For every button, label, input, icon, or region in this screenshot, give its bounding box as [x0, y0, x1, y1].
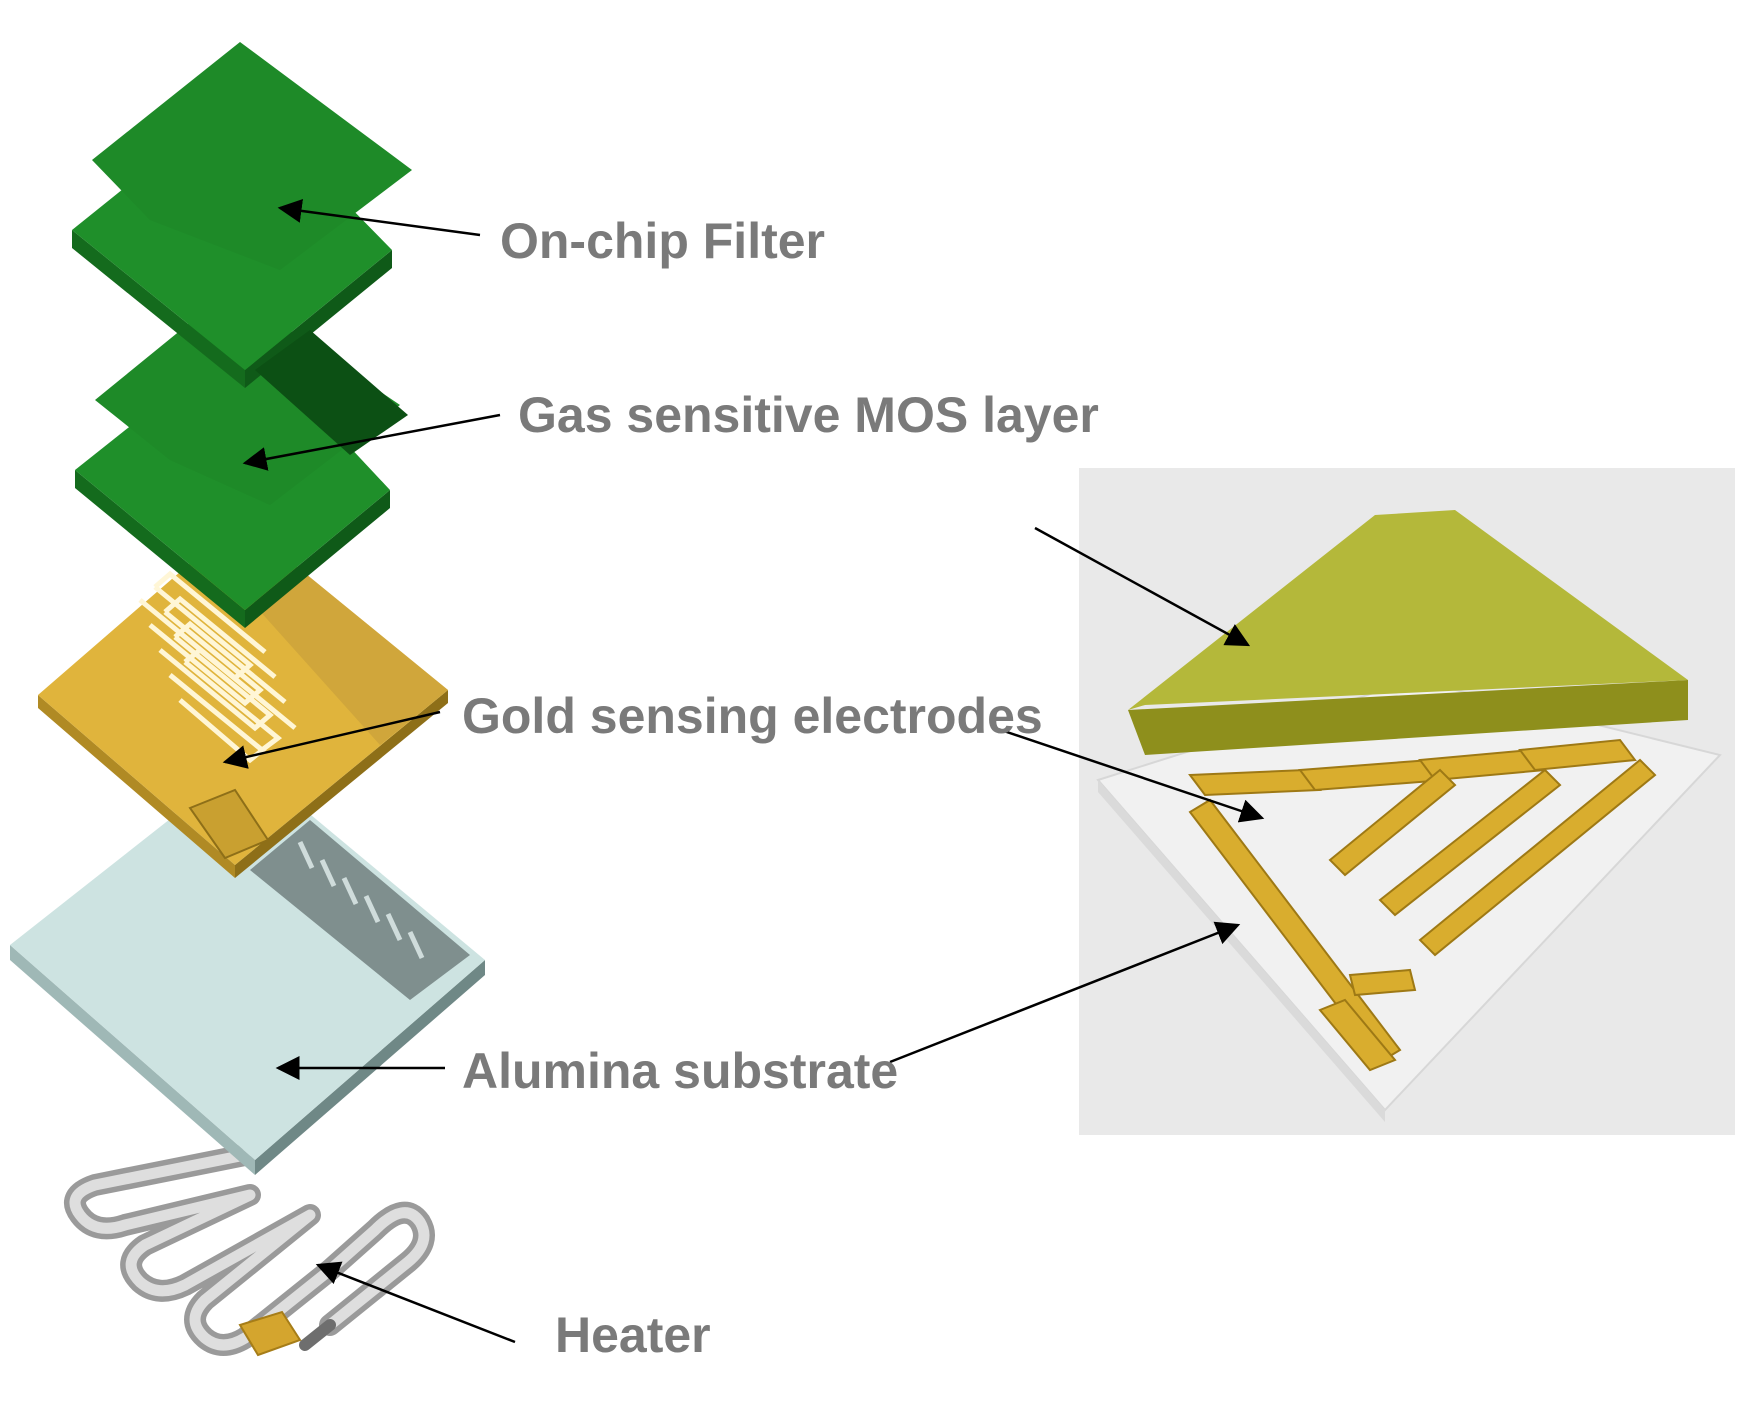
substrate-side-left: [10, 945, 255, 1175]
filter-layer: [72, 42, 412, 455]
heater-lead: [299, 1319, 336, 1351]
arrow-inset-mos: [1034, 526, 1251, 647]
mos-layer: [75, 290, 400, 628]
inset-mos-side: [1128, 680, 1688, 755]
label-on-chip-filter: On-chip Filter: [500, 213, 825, 269]
inset-mos-block: [1128, 510, 1688, 710]
mos-side-left: [75, 470, 245, 628]
label-alumina-substrate: Alumina substrate: [462, 1043, 898, 1099]
arrow-heater: [315, 1261, 516, 1344]
mos-side-right: [245, 490, 390, 628]
label-gold-sensing-electrodes: Gold sensing electrodes: [462, 688, 1043, 744]
substrate-trace-slots: [297, 840, 425, 960]
heater-trace-highlight: [69, 1149, 430, 1351]
arrow-inset-substrate: [889, 921, 1241, 1064]
gold-electrodes-layer: [38, 520, 448, 878]
mos-layer-back: [95, 290, 400, 505]
arrow-filter: [277, 198, 481, 237]
filter-side-left: [72, 230, 245, 388]
label-gas-sensitive-mos-layer: Gas sensitive MOS layer: [518, 387, 1099, 443]
gold-side-left: [38, 695, 235, 878]
inset-electrode-fingers: [1188, 738, 1657, 1072]
interdigitated-electrodes: [138, 570, 297, 764]
arrow-inset-electrodes: [994, 726, 1265, 823]
heater-contact-pad: [238, 1310, 302, 1357]
filter-layer-back: [92, 42, 412, 270]
heater-layer: [64, 1144, 435, 1357]
inset-view: [1079, 468, 1735, 1135]
gold-side-right: [235, 690, 448, 878]
arrow-mos: [242, 413, 501, 471]
filter-side-shadow: [255, 330, 408, 455]
inset-glass-edge: [1098, 780, 1385, 1122]
substrate-trace-pattern: [250, 820, 470, 1000]
callout-arrows: [222, 198, 1265, 1344]
arrow-electrodes: [222, 710, 441, 769]
label-heater: Heater: [555, 1307, 711, 1363]
substrate-top: [10, 760, 485, 1160]
gold-contact-block: [188, 788, 270, 860]
